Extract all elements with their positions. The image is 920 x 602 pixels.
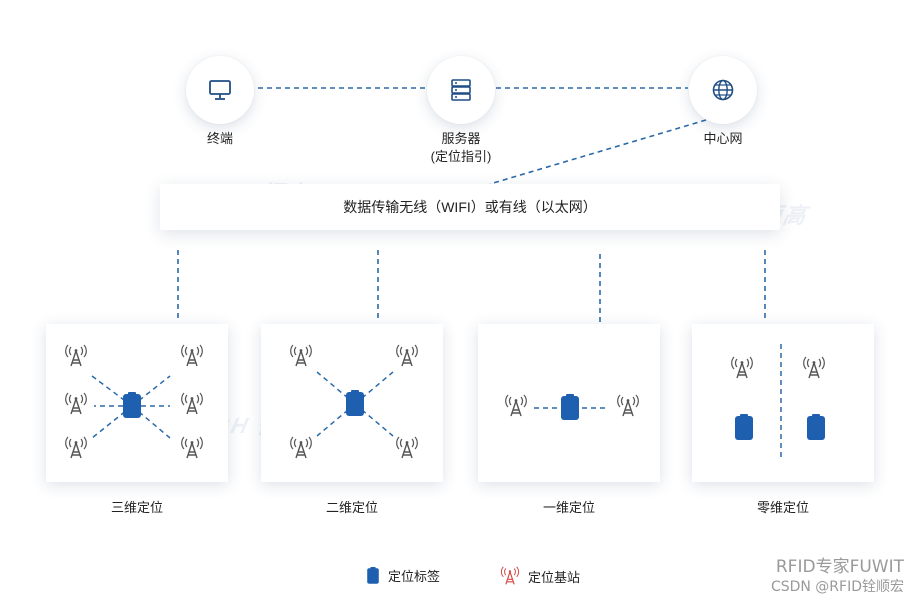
terminal-label: 终端	[206, 131, 233, 146]
tag-icon	[561, 394, 579, 420]
station-icon	[396, 344, 418, 367]
transport-bar-text: 数据传输无线（WIFI）或有线（以太网）	[343, 199, 597, 215]
station-icon	[396, 436, 418, 459]
station-icon	[505, 394, 527, 417]
panel-label-3d: 三维定位	[110, 500, 163, 515]
panel-1d-positioning	[478, 324, 660, 482]
credit-line-1: RFID专家FUWIT	[775, 557, 904, 577]
panel-label-2d: 二维定位	[325, 500, 378, 515]
panel-label-0d: 零维定位	[756, 500, 809, 515]
tag-icon	[346, 390, 364, 416]
terminal-node	[186, 56, 254, 124]
tag-icon	[123, 392, 141, 418]
credit-line-2: CSDN @RFID铨顺宏	[770, 579, 904, 595]
station-icon	[181, 392, 203, 415]
legend-station: 定位基站	[500, 566, 580, 586]
server-node	[427, 56, 495, 124]
monitor-icon	[209, 80, 231, 100]
station-icon	[617, 394, 639, 417]
station-icon	[65, 344, 87, 367]
center-network-label: 中心网	[703, 131, 743, 146]
station-icon	[65, 392, 87, 415]
station-icon	[290, 436, 312, 459]
station-icon	[181, 344, 203, 367]
server-icon	[451, 79, 471, 101]
legend-station-label: 定位基站	[528, 569, 581, 585]
tag-icon	[807, 414, 825, 440]
station-icon	[731, 356, 753, 379]
panel-label-1d: 一维定位	[542, 500, 595, 515]
legend-tag: 定位标签	[366, 566, 440, 585]
legend-tag-label: 定位标签	[388, 569, 441, 584]
link-center-bar	[489, 119, 707, 185]
station-icon	[65, 436, 87, 459]
tag-icon	[367, 566, 379, 584]
center-network-node	[689, 56, 757, 124]
diagram-0d	[731, 344, 825, 458]
globe-icon	[712, 79, 734, 101]
server-label-main: 服务器	[441, 131, 481, 146]
transport-bar: 数据传输无线（WIFI）或有线（以太网）	[160, 184, 780, 230]
panel-2d-positioning	[261, 324, 443, 482]
station-icon	[290, 344, 312, 367]
diagram-1d	[505, 394, 639, 420]
panel-3d-positioning	[46, 324, 228, 482]
diagram-3d	[65, 344, 203, 459]
station-icon	[501, 566, 519, 585]
server-label: 服务器 (定位指引)	[401, 130, 521, 166]
station-icon	[803, 356, 825, 379]
diagram-2d	[290, 344, 418, 459]
station-icon	[181, 436, 203, 459]
server-label-sub: (定位指引)	[430, 149, 492, 164]
tag-icon	[735, 414, 753, 440]
panel-0d-positioning	[692, 324, 874, 482]
